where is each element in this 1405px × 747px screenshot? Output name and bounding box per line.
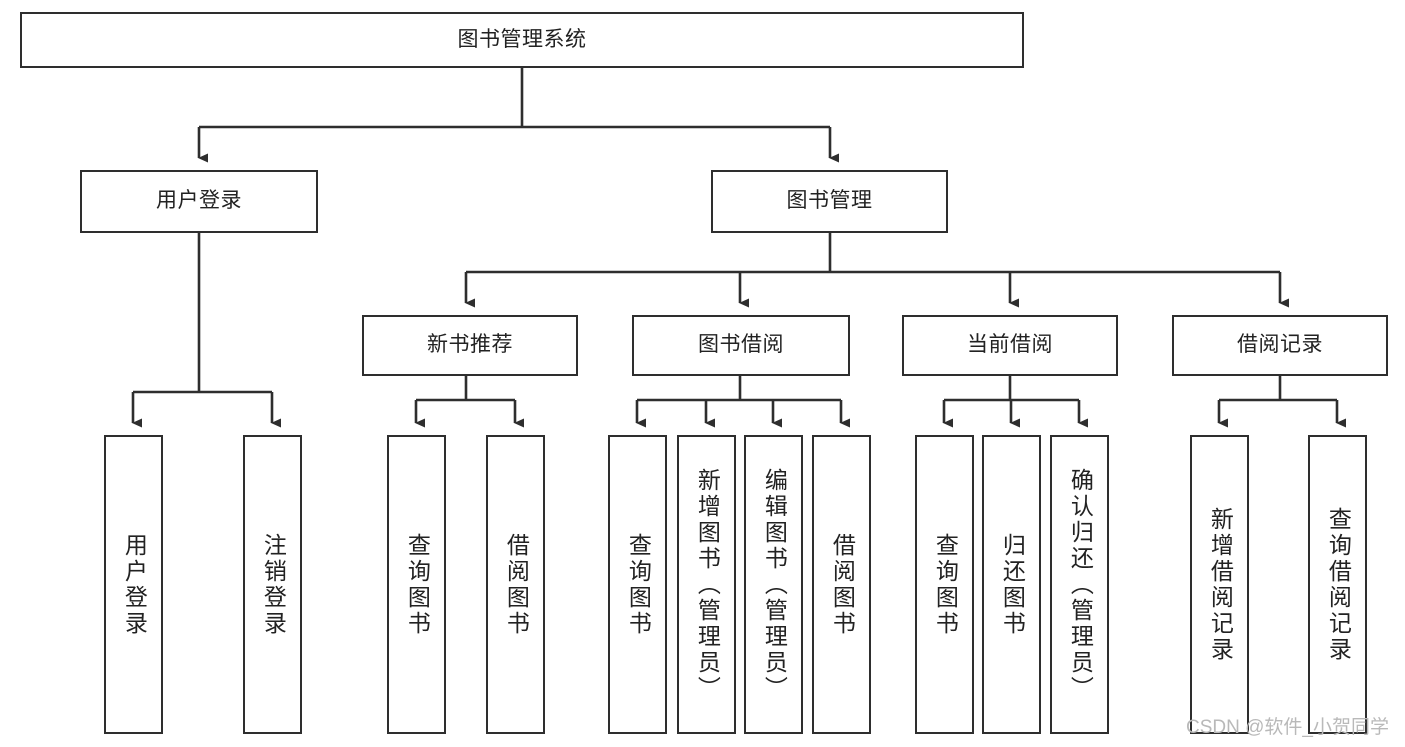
node-label: 新增图书（管理员） (694, 467, 721, 702)
node-label: 查询图书 (625, 532, 652, 637)
node-label: 确认归还（管理员） (1067, 467, 1094, 702)
leaf-node-query-borrow-record[interactable]: 查询借阅记录 (1308, 435, 1367, 734)
node-label: 当前借阅 (967, 333, 1053, 357)
node-label: 借阅记录 (1237, 333, 1323, 357)
leaf-node-borrow-book[interactable]: 借阅图书 (812, 435, 871, 734)
leaf-node-query-book-newbook[interactable]: 查询图书 (387, 435, 446, 734)
node-label: 用户登录 (121, 532, 148, 637)
node-book-borrow[interactable]: 图书借阅 (632, 315, 850, 376)
leaf-node-edit-book-admin[interactable]: 编辑图书（管理员） (744, 435, 803, 734)
node-label: 查询借阅记录 (1325, 506, 1352, 663)
leaf-node-borrow-book-newbook[interactable]: 借阅图书 (486, 435, 545, 734)
leaf-node-add-borrow-record[interactable]: 新增借阅记录 (1190, 435, 1249, 734)
node-book-management[interactable]: 图书管理 (711, 170, 948, 233)
node-label: 新增借阅记录 (1207, 506, 1234, 663)
node-new-book-recommend[interactable]: 新书推荐 (362, 315, 578, 376)
node-label: 用户登录 (156, 189, 242, 213)
leaf-node-confirm-return-admin[interactable]: 确认归还（管理员） (1050, 435, 1109, 734)
node-label: 图书管理系统 (457, 27, 587, 51)
csdn-watermark: CSDN @软件_小贺同学 (1186, 717, 1389, 738)
node-label: 借阅图书 (503, 532, 530, 637)
node-label: 归还图书 (999, 532, 1026, 637)
node-label: 借阅图书 (829, 532, 856, 637)
leaf-node-return-book[interactable]: 归还图书 (982, 435, 1041, 734)
leaf-node-query-book-borrow[interactable]: 查询图书 (608, 435, 667, 734)
leaf-node-user-login[interactable]: 用户登录 (104, 435, 163, 734)
node-label: 查询图书 (932, 532, 959, 637)
node-root-book-management-system[interactable]: 图书管理系统 (20, 12, 1024, 68)
leaf-node-add-book-admin[interactable]: 新增图书（管理员） (677, 435, 736, 734)
node-current-borrow[interactable]: 当前借阅 (902, 315, 1118, 376)
node-label: 图书管理 (786, 189, 873, 213)
node-label: 注销登录 (260, 532, 287, 637)
leaf-node-query-book-current[interactable]: 查询图书 (915, 435, 974, 734)
node-label: 图书借阅 (698, 333, 784, 357)
node-label: 查询图书 (404, 532, 431, 637)
node-borrow-record[interactable]: 借阅记录 (1172, 315, 1388, 376)
node-label: 新书推荐 (427, 333, 513, 357)
leaf-node-logout[interactable]: 注销登录 (243, 435, 302, 734)
node-user-login[interactable]: 用户登录 (80, 170, 318, 233)
node-label: 编辑图书（管理员） (761, 467, 788, 702)
